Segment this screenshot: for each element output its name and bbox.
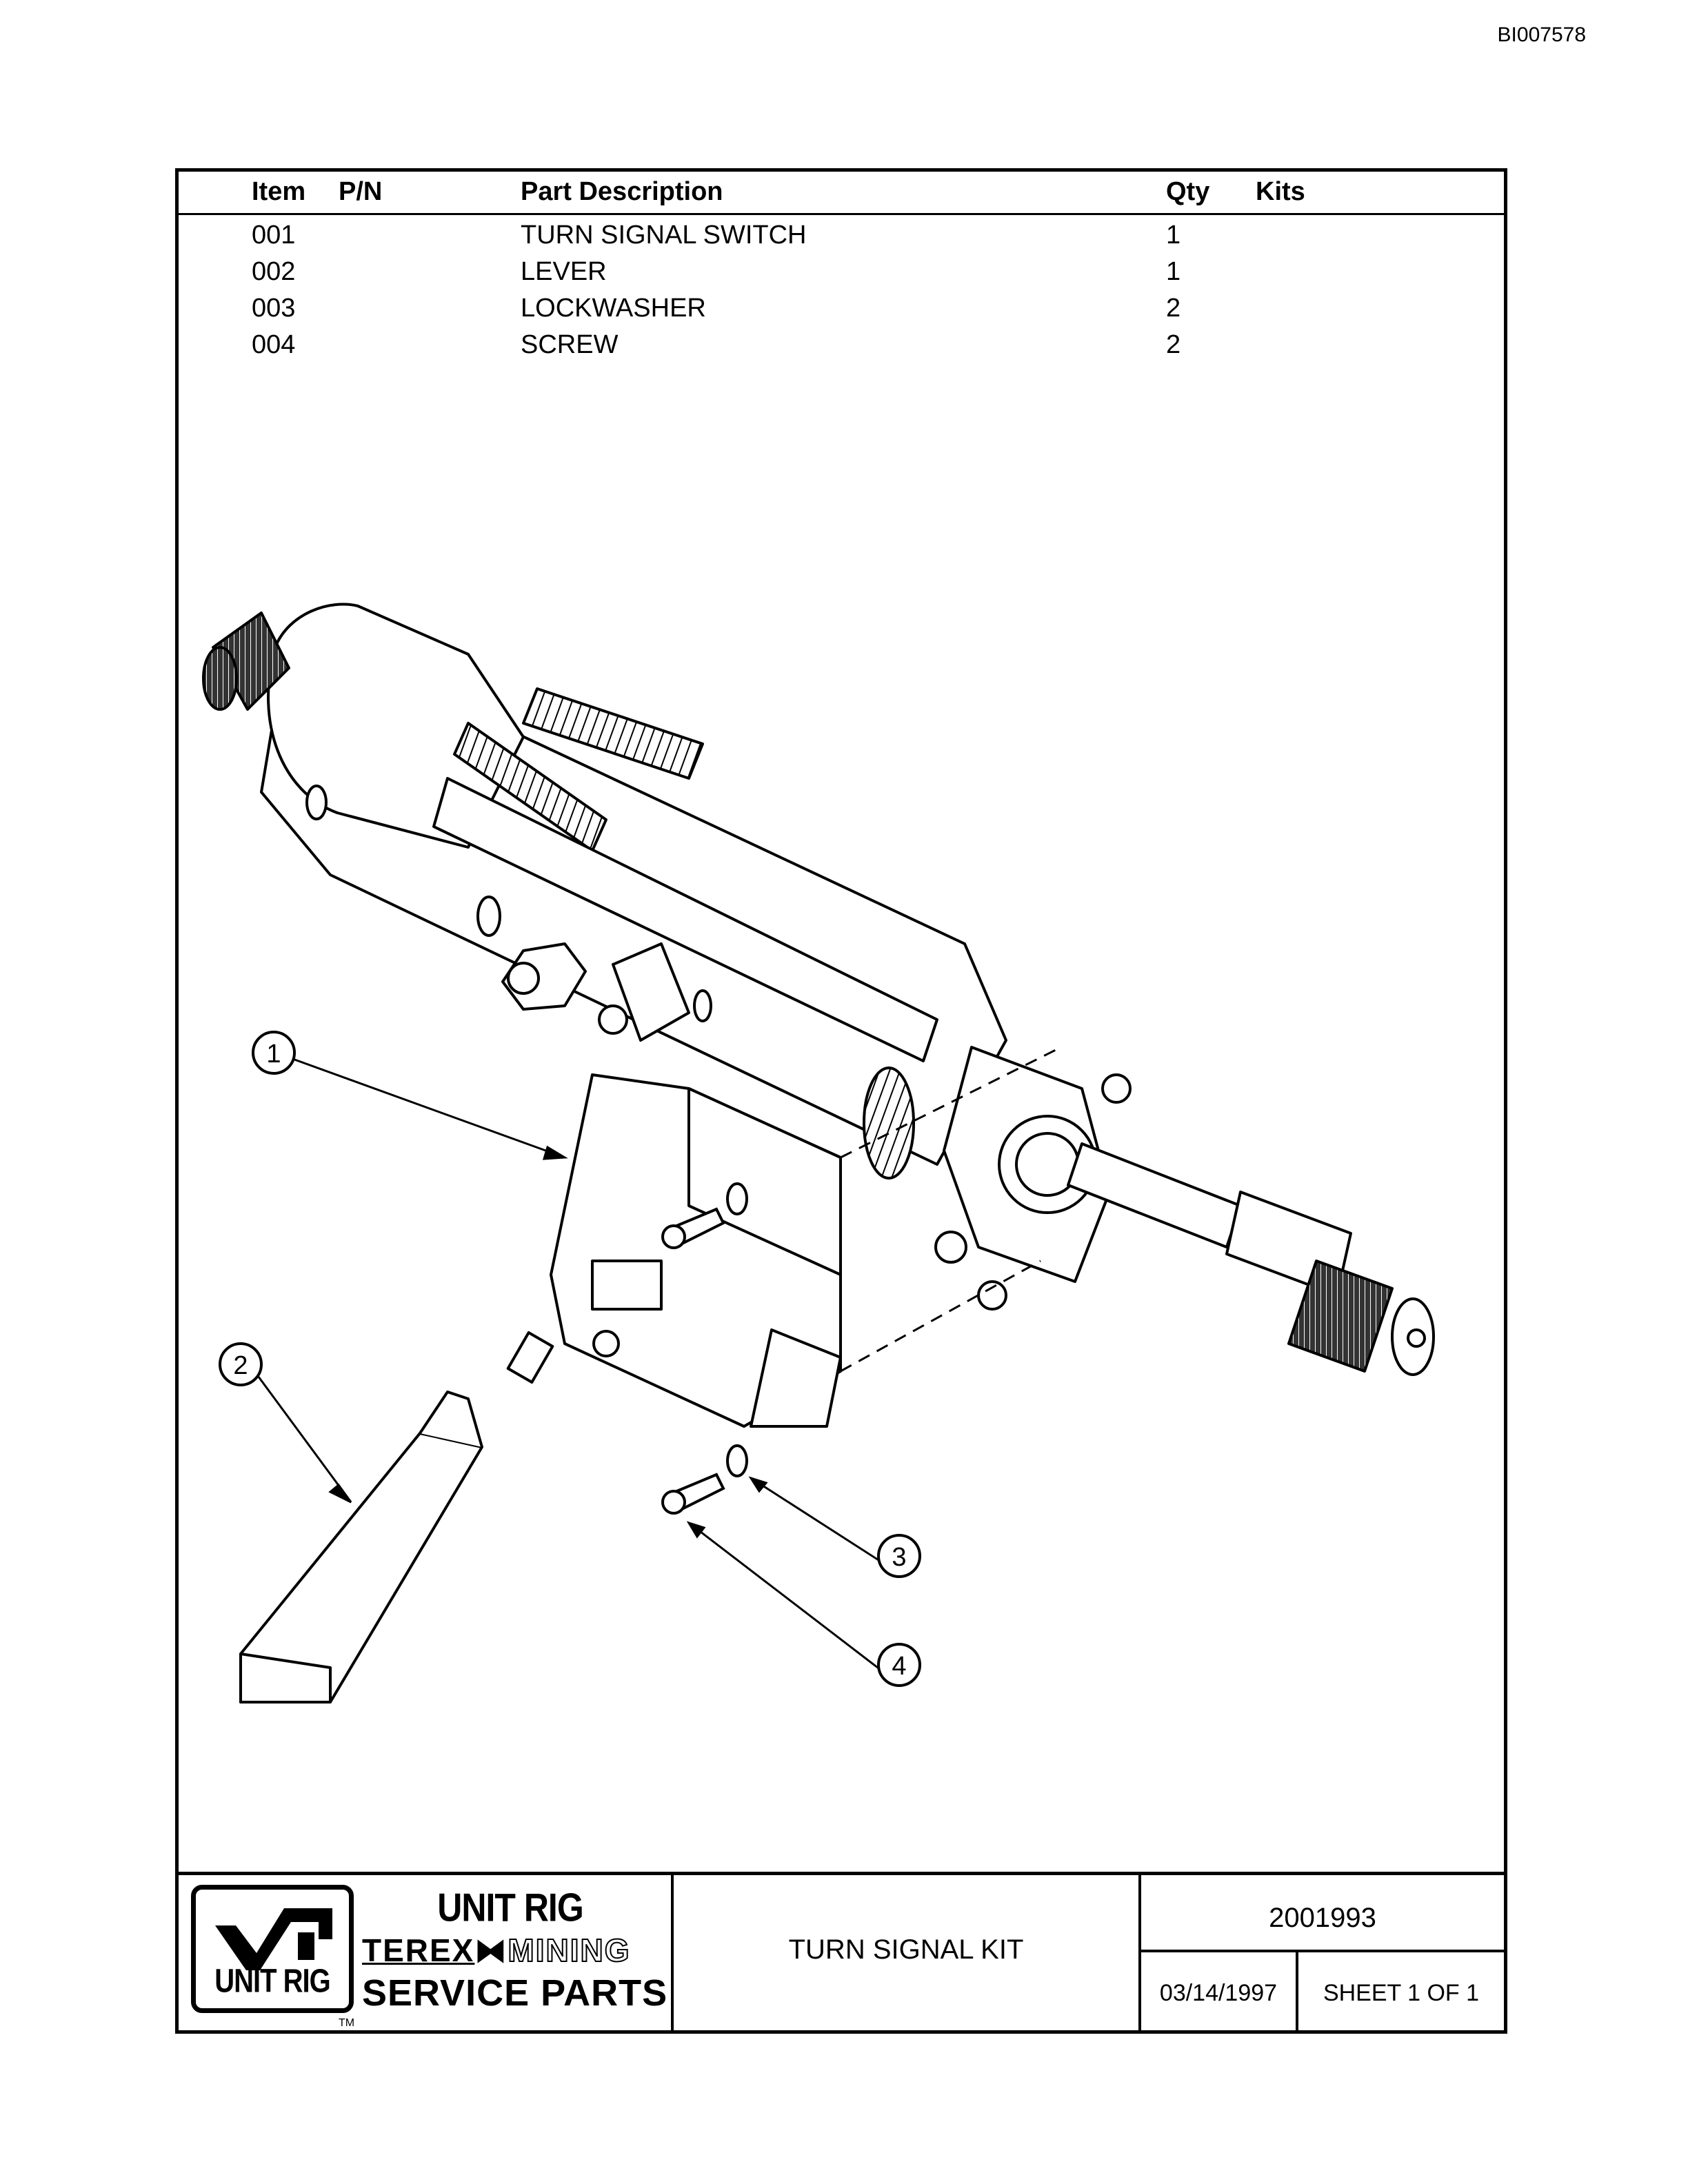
title-block: UNIT RIG TM UNIT RIG TEREX⧓MINING SERVIC… bbox=[179, 1872, 1504, 2030]
brand-unit-rig: UNIT RIG bbox=[437, 1885, 583, 1930]
brand-service-parts: SERVICE PARTS bbox=[362, 1972, 668, 2014]
logo-cell: UNIT RIG TM UNIT RIG TEREX⧓MINING SERVIC… bbox=[179, 1875, 674, 2030]
turn-signal-switch-part bbox=[550, 1073, 842, 1428]
lockwasher-parts bbox=[726, 1182, 748, 1477]
drawing-number: 2001993 bbox=[1269, 1903, 1376, 1933]
drawing-title: TURN SIGNAL KIT bbox=[788, 1934, 1024, 1965]
terex-logo-icon: ⧓ bbox=[474, 1932, 508, 1968]
svg-text:4: 4 bbox=[892, 1652, 906, 1681]
parts-table: Item P/N Part Description Qty Kits 001 T… bbox=[179, 172, 1504, 361]
exploded-view-illustration: 1 2 3 4 bbox=[202, 603, 1435, 1703]
callout-2: 2 bbox=[219, 1342, 263, 1386]
unit-rig-logo-mark-icon bbox=[215, 1908, 332, 1970]
svg-text:2: 2 bbox=[233, 1351, 248, 1380]
row-description: LEVER bbox=[521, 257, 607, 286]
row-description: LOCKWASHER bbox=[521, 294, 706, 323]
title-cell: TURN SIGNAL KIT bbox=[674, 1875, 1141, 2030]
table-row: 004 SCREW 2 bbox=[179, 325, 1504, 361]
svg-text:3: 3 bbox=[892, 1543, 906, 1572]
row-qty: 1 bbox=[1166, 221, 1181, 250]
steering-column-assembly bbox=[202, 603, 1435, 1376]
trademark-mark: TM bbox=[339, 2017, 355, 2029]
table-row: 001 TURN SIGNAL SWITCH 1 bbox=[179, 215, 1504, 252]
unit-rig-logo: UNIT RIG bbox=[191, 1885, 354, 2013]
date-box: 03/14/1997 bbox=[1141, 1952, 1298, 2030]
header-description: Part Description bbox=[521, 177, 723, 206]
document-id: BI007578 bbox=[1497, 23, 1586, 46]
drawing-date: 03/14/1997 bbox=[1159, 1980, 1278, 2006]
leader-lines bbox=[253, 1056, 896, 1683]
row-item: 001 bbox=[252, 221, 296, 250]
brand-terex: TEREX bbox=[362, 1932, 475, 1968]
logo-text: UNIT RIG bbox=[214, 1963, 331, 2000]
row-item: 003 bbox=[252, 294, 296, 323]
parts-table-header: Item P/N Part Description Qty Kits bbox=[179, 172, 1504, 215]
header-item: Item bbox=[252, 177, 306, 206]
row-description: SCREW bbox=[521, 330, 619, 359]
table-row: 003 LOCKWASHER 2 bbox=[179, 288, 1504, 325]
callout-4: 4 bbox=[877, 1643, 921, 1687]
callout-1: 1 bbox=[252, 1031, 296, 1075]
sheet-number: SHEET 1 OF 1 bbox=[1323, 1980, 1480, 2006]
drawing-frame: Item P/N Part Description Qty Kits 001 T… bbox=[175, 168, 1507, 2034]
row-qty: 1 bbox=[1166, 257, 1181, 286]
svg-text:1: 1 bbox=[266, 1040, 281, 1069]
brand-terex-mining: TEREX⧓MINING bbox=[362, 1932, 630, 1969]
lever-part bbox=[239, 1331, 554, 1703]
table-row: 002 LEVER 1 bbox=[179, 252, 1504, 288]
row-description: TURN SIGNAL SWITCH bbox=[521, 221, 807, 250]
screw-parts bbox=[661, 1207, 725, 1515]
header-qty: Qty bbox=[1166, 177, 1210, 206]
number-cell: 2001993 03/14/1997 SHEET 1 OF 1 bbox=[1141, 1875, 1504, 2030]
brand-mining: MINING bbox=[507, 1932, 631, 1969]
header-kits: Kits bbox=[1256, 177, 1305, 206]
header-pn: P/N bbox=[339, 177, 383, 206]
alignment-lines bbox=[840, 1046, 1062, 1373]
callout-3: 3 bbox=[877, 1534, 921, 1578]
drawing-number-box: 2001993 bbox=[1141, 1875, 1504, 1952]
row-item: 002 bbox=[252, 257, 296, 286]
sheet-box: SHEET 1 OF 1 bbox=[1298, 1952, 1504, 2030]
row-qty: 2 bbox=[1166, 294, 1181, 323]
row-qty: 2 bbox=[1166, 330, 1181, 359]
row-item: 004 bbox=[252, 330, 296, 359]
